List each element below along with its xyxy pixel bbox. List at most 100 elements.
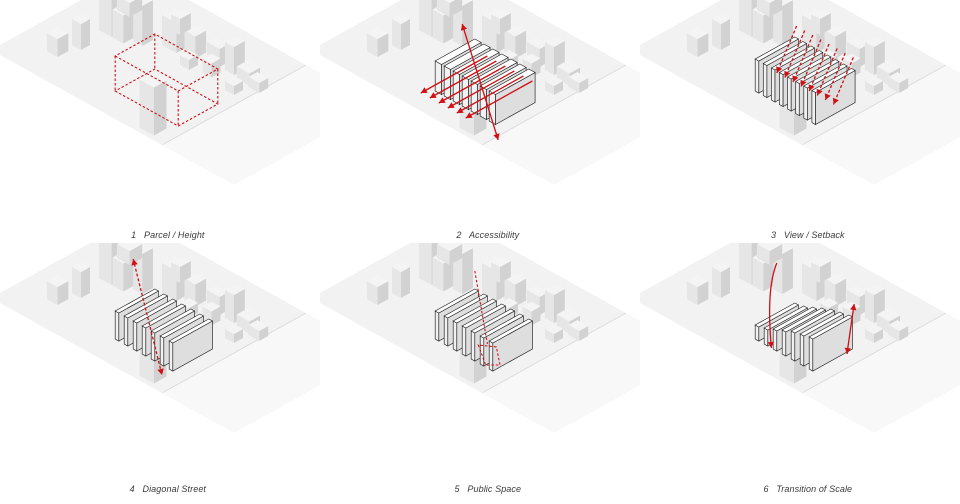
isometric-drawing — [0, 0, 320, 185]
arrowhead-icon — [420, 87, 428, 93]
street-ground — [482, 65, 640, 185]
arrowhead-icon — [800, 79, 807, 87]
context-building — [865, 324, 883, 343]
context-building — [248, 320, 269, 341]
arrowhead-icon — [816, 88, 823, 96]
caption-number: 6 — [763, 484, 769, 494]
panel-view-setback: 3 View / Setback — [640, 0, 960, 243]
context-building — [568, 72, 589, 93]
caption-number: 3 — [770, 230, 777, 240]
panel-parcel-height: 1 Parcel / Height — [0, 0, 320, 243]
context-building — [712, 14, 730, 50]
isometric-drawing — [640, 0, 960, 185]
context-building — [225, 76, 243, 95]
access-arrow — [456, 75, 524, 114]
arrowhead-icon — [131, 259, 138, 266]
setback-arrow — [800, 39, 822, 87]
setback-arrow — [808, 43, 830, 92]
context-building — [491, 256, 511, 283]
arrowhead-icon — [456, 107, 464, 113]
street-edge — [161, 64, 307, 146]
arrowhead-icon — [157, 368, 164, 375]
access-arrow — [438, 65, 506, 104]
arrowhead-icon — [460, 24, 467, 31]
context-building — [865, 76, 883, 95]
context-building — [202, 301, 221, 326]
access-arrow — [429, 60, 497, 99]
arrowhead-icon — [832, 97, 839, 105]
arrowhead-icon — [850, 304, 857, 311]
diagonal-street-arrow — [131, 258, 164, 376]
setback-arrow — [832, 57, 854, 105]
context-building — [437, 0, 463, 17]
street-ground — [802, 313, 960, 433]
setback-arrow — [776, 25, 798, 74]
caption-title: Transition of Scale — [776, 484, 853, 494]
street-edge — [801, 64, 947, 146]
context-building — [686, 275, 709, 305]
setback-arrow — [784, 30, 806, 78]
street-edge — [481, 64, 627, 146]
street-edge — [481, 312, 627, 394]
context-building — [757, 243, 783, 265]
context-building — [491, 8, 511, 35]
caption-title: Parcel / Height — [144, 230, 205, 240]
context-building — [757, 0, 783, 17]
slab-building — [488, 318, 534, 372]
setback-arrow — [816, 48, 838, 96]
panel-public-space: 5 Public Space — [320, 243, 640, 494]
caption-number: 5 — [454, 484, 460, 494]
context-building — [117, 243, 143, 265]
caption-5: 5 Public Space — [320, 474, 640, 504]
context-building — [171, 8, 191, 35]
context-building — [366, 275, 389, 305]
street-ground — [802, 65, 960, 185]
context-building — [46, 275, 69, 305]
arrowhead-icon — [844, 347, 851, 354]
caption-title: View / Setback — [783, 230, 845, 240]
context-building — [545, 324, 563, 343]
public-space-outline — [474, 270, 501, 366]
context-building — [46, 27, 69, 57]
context-building — [171, 256, 191, 283]
slab-building — [808, 314, 854, 372]
arrowhead-icon — [438, 97, 446, 103]
arrowhead-icon — [767, 341, 774, 348]
tower-building — [139, 72, 167, 136]
panel-accessibility: 2 Accessibility — [320, 0, 640, 243]
context-building — [811, 8, 831, 35]
caption-1: 1 Parcel / Height — [0, 220, 320, 250]
arrowhead-icon — [808, 84, 815, 91]
arrowhead-icon — [429, 92, 437, 98]
arrowhead-icon — [447, 102, 455, 108]
context-building — [888, 72, 909, 93]
panel-transition-of-scale: 6 Transition of Scale — [640, 243, 960, 494]
caption-title: Diagonal Street — [142, 484, 207, 494]
context-building — [225, 324, 243, 343]
context-building — [72, 262, 90, 298]
arrowhead-icon — [465, 112, 473, 118]
caption-title: Public Space — [467, 484, 522, 494]
caption-title: Accessibility — [468, 230, 520, 240]
access-arrow — [420, 55, 488, 94]
slab-building — [811, 68, 856, 126]
access-arrow-long — [460, 23, 500, 141]
street-edge — [801, 312, 947, 394]
context-building — [184, 24, 207, 59]
setback-arrow — [792, 34, 814, 83]
arrowhead-icon — [824, 93, 831, 100]
context-building — [712, 262, 730, 298]
setback-arrow — [824, 52, 846, 101]
access-arrow — [465, 80, 533, 119]
context-building — [811, 256, 831, 283]
context-building — [437, 243, 463, 265]
context-building — [888, 320, 909, 341]
isometric-drawing — [320, 243, 640, 433]
caption-number: 1 — [131, 230, 137, 240]
arrowhead-icon — [493, 133, 500, 140]
isometric-drawing — [0, 243, 320, 433]
arrowhead-icon — [784, 70, 791, 78]
street-ground — [162, 313, 320, 433]
slab-building — [168, 318, 214, 372]
